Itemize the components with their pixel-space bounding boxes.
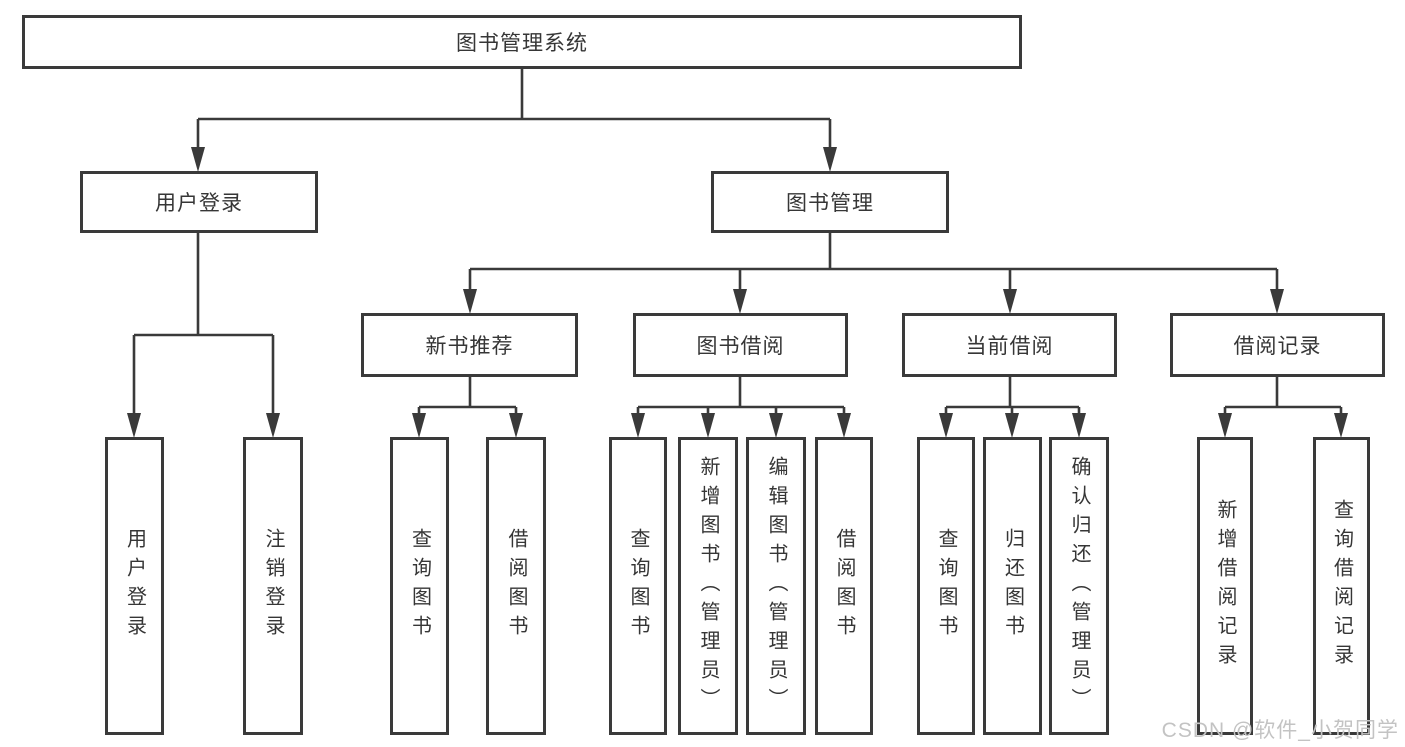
- node-root-system: 图书管理系统: [22, 15, 1022, 69]
- leaf-logout: 注销登录: [243, 437, 303, 735]
- node-book-management: 图书管理: [711, 171, 949, 233]
- leaf-borrow-books-recommend: 借阅图书: [486, 437, 546, 735]
- leaf-edit-book-admin: 编辑图书（管理员）: [746, 437, 806, 735]
- node-user-login: 用户登录: [80, 171, 318, 233]
- leaf-query-books-current: 查询图书: [917, 437, 975, 735]
- leaf-return-book: 归还图书: [983, 437, 1042, 735]
- leaf-query-books-recommend: 查询图书: [390, 437, 449, 735]
- node-new-book-recommend: 新书推荐: [361, 313, 578, 377]
- node-borrow-records: 借阅记录: [1170, 313, 1385, 377]
- node-book-borrow: 图书借阅: [633, 313, 848, 377]
- leaf-add-book-admin: 新增图书（管理员）: [678, 437, 738, 735]
- leaf-user-login: 用户登录: [105, 437, 164, 735]
- leaf-query-borrow-record: 查询借阅记录: [1313, 437, 1370, 735]
- node-current-borrow: 当前借阅: [902, 313, 1117, 377]
- leaf-add-borrow-record: 新增借阅记录: [1197, 437, 1253, 735]
- leaf-confirm-return-admin: 确认归还（管理员）: [1049, 437, 1109, 735]
- csdn-watermark: CSDN @软件_小贺同学: [1161, 719, 1399, 742]
- leaf-borrow-books: 借阅图书: [815, 437, 873, 735]
- leaf-query-books-borrow: 查询图书: [609, 437, 667, 735]
